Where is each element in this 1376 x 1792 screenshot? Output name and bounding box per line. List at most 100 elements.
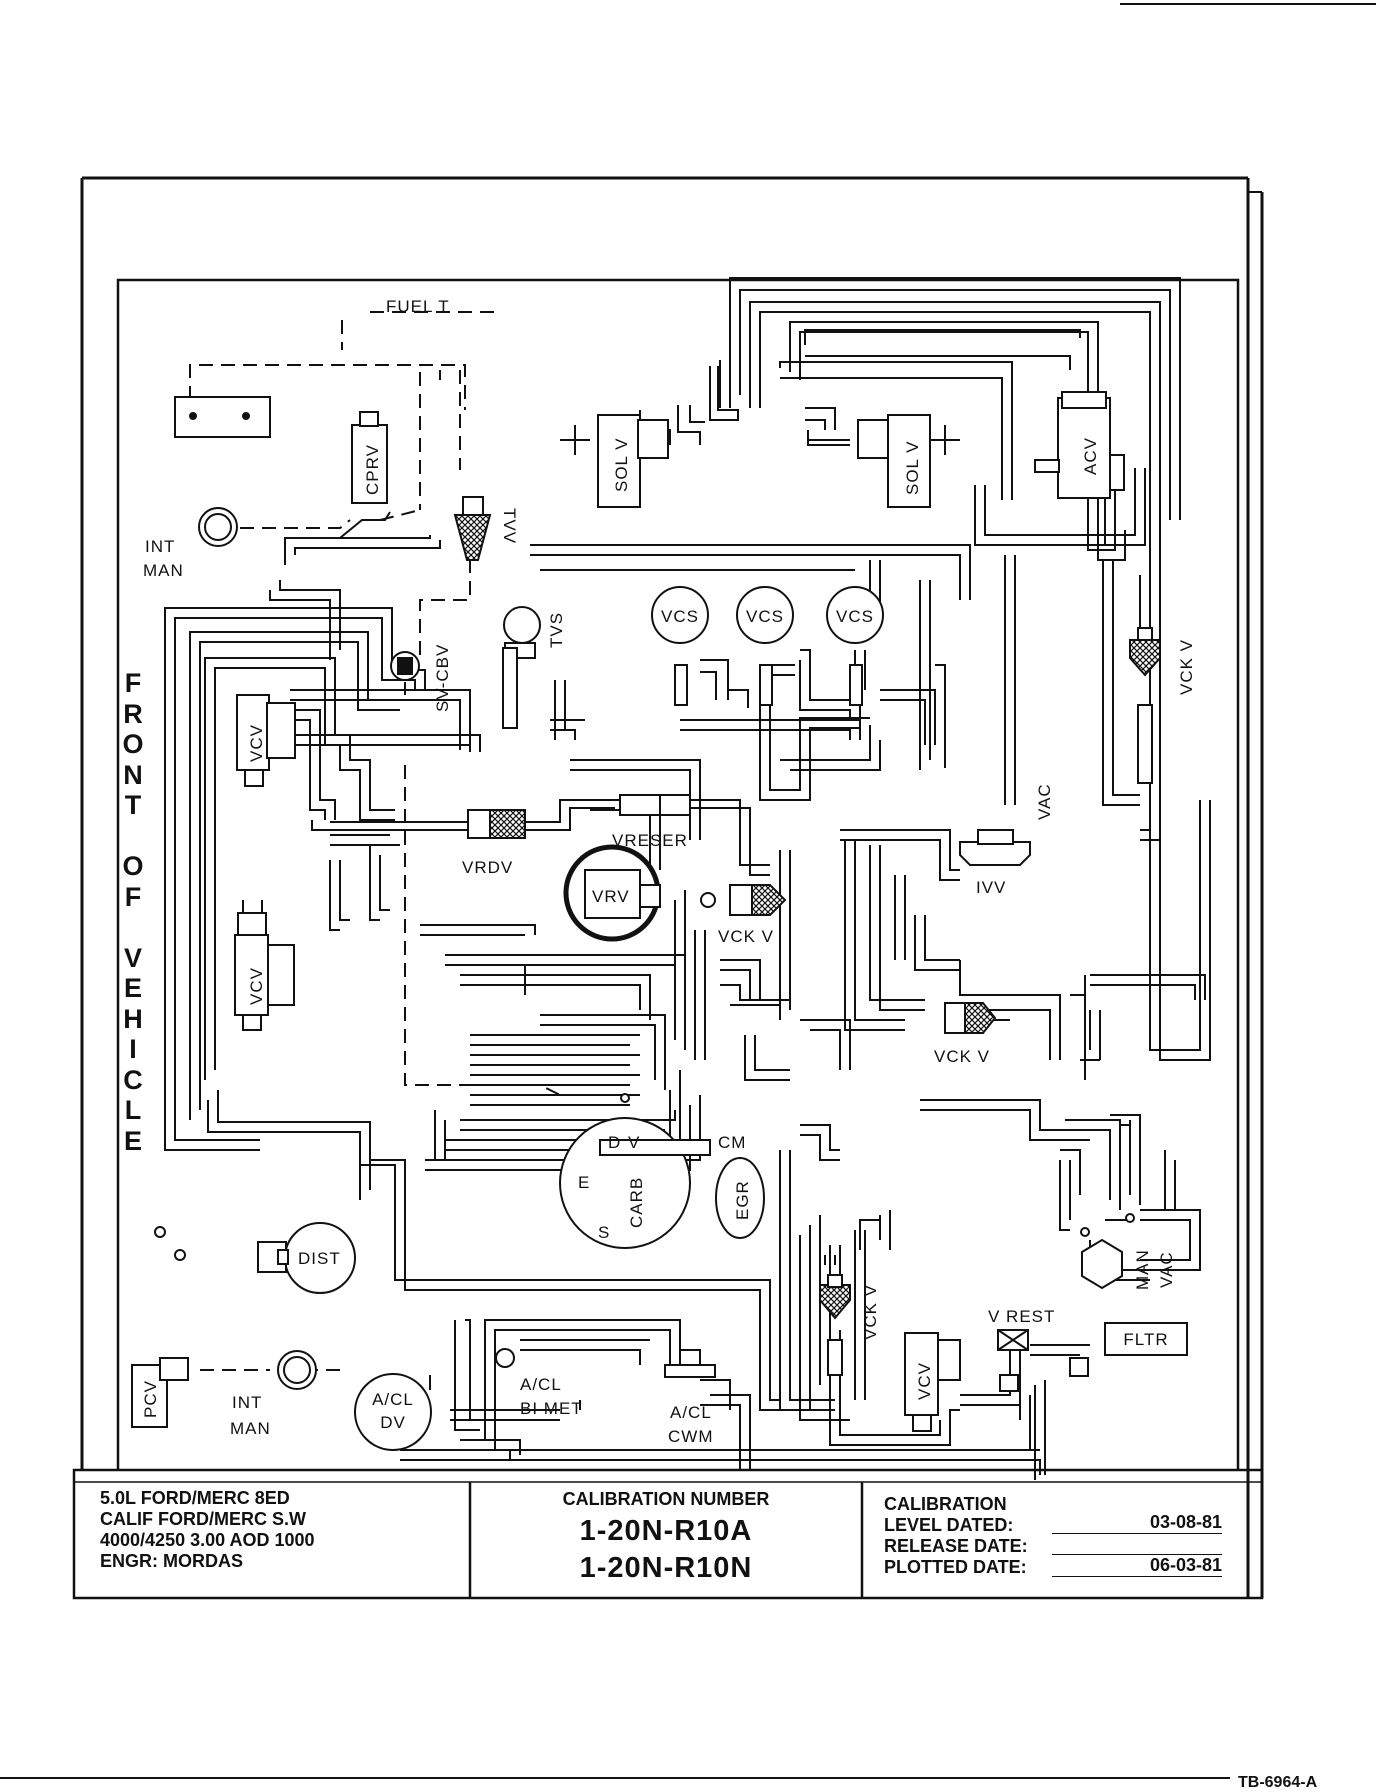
plotted-date-value: 06-03-81 — [1052, 1555, 1222, 1577]
front-of-vehicle-label: F R O N T O F V E H I C L E — [118, 668, 148, 1156]
acl-dv-valve — [354, 1373, 432, 1451]
label-vcs-2: VCS — [746, 607, 784, 626]
ivv-valve — [959, 841, 1031, 866]
label-vcs-3: VCS — [836, 607, 874, 626]
label-pcv: PCV — [141, 1380, 160, 1418]
outer-frame — [80, 176, 1264, 1598]
label-vck-v-right: VCK V — [1177, 639, 1196, 695]
side-letter: E — [123, 973, 142, 1003]
side-letter: F — [124, 668, 142, 698]
side-letter: H — [123, 1003, 143, 1034]
vrv-valve — [584, 869, 641, 919]
label-vcv-lower: VCV — [915, 1362, 934, 1400]
components — [131, 391, 1188, 1451]
vehicle-line-3: 4000/4250 3.00 AOD 1000 — [100, 1530, 315, 1550]
label-acl-cwm-2: CWM — [668, 1427, 713, 1446]
label-cprv: CPRV — [363, 444, 382, 495]
vcv-lower-valve — [904, 1332, 939, 1416]
label-vck-v-center: VCK V — [718, 927, 774, 946]
side-letter: O — [122, 851, 144, 881]
title-block-frame — [72, 1468, 1264, 1600]
vcs-2 — [736, 586, 794, 644]
label-man-vac-2: VAC — [1157, 1251, 1176, 1288]
acl-cwm-motor — [664, 1364, 716, 1378]
man-vac-port — [1081, 1238, 1123, 1290]
tvs-sensor — [503, 606, 541, 644]
plotted-date-label: PLOTTED DATE: — [884, 1557, 1027, 1577]
side-letter: V — [123, 942, 142, 973]
side-letter: L — [124, 1095, 142, 1125]
vacuum-hoses — [164, 277, 1211, 1480]
side-letter: O — [122, 729, 144, 759]
acl-bimet-sensor — [495, 1348, 515, 1368]
label-int-man-top-1: INT — [145, 537, 175, 556]
electrical-markers — [560, 425, 960, 455]
side-gap — [118, 821, 148, 852]
inner-frame — [116, 278, 1240, 1470]
calibration-number-heading: CALIBRATION NUMBER — [562, 1489, 770, 1509]
label-v-rest: V REST — [988, 1307, 1055, 1326]
calibration-number-1: 1-20N-R10A — [579, 1515, 753, 1547]
label-acl-dv-1: A/CL — [372, 1390, 414, 1409]
side-letter: F — [124, 881, 142, 912]
fltr-filter — [1104, 1322, 1188, 1356]
sol-v-right-valve — [887, 414, 931, 508]
label-acl-dv-2: DV — [380, 1413, 406, 1432]
sol-v-left-valve — [597, 414, 641, 508]
label-vck-v-lower: VCK V — [934, 1047, 990, 1066]
calibration-label: CALIBRATION — [884, 1494, 1007, 1514]
footer-code: TB-6964-A — [1238, 1774, 1318, 1791]
egr-valve — [715, 1157, 765, 1239]
label-sv-cbv: SV-CBV — [433, 644, 452, 712]
label-carb: CARB — [627, 1177, 646, 1228]
vehicle-line-1: 5.0L FORD/MERC 8ED — [100, 1488, 290, 1508]
label-vrv: VRV — [592, 887, 630, 906]
vck-v-right-valve — [1129, 639, 1161, 677]
vcs-3 — [826, 586, 884, 644]
component-labels: FUEL T CPRV TVV INT MAN SOL V SOL V ACV … — [141, 297, 1196, 1446]
label-fltr: FLTR — [1123, 1330, 1168, 1349]
side-letter: T — [124, 790, 142, 820]
side-letter: R — [123, 698, 143, 729]
vreser-reservoir — [619, 794, 661, 816]
label-carb-port-d: D — [608, 1133, 621, 1152]
label-vcs-1: VCS — [661, 607, 699, 626]
vehicle-line-2: CALIF FORD/MERC S.W — [100, 1509, 306, 1529]
side-letter: I — [129, 1034, 137, 1064]
label-vrdv: VRDV — [462, 858, 513, 877]
label-acv: ACV — [1081, 437, 1100, 475]
label-carb-port-e: E — [578, 1173, 590, 1192]
label-fuel-t: FUEL T — [386, 297, 450, 316]
calibration-number-2: 1-20N-R10N — [579, 1552, 753, 1584]
label-tvs: TVS — [547, 612, 566, 648]
label-int-man-bottom-2: MAN — [230, 1419, 271, 1438]
label-carb-port-v: V — [628, 1133, 640, 1152]
label-vcv-upper: VCV — [247, 724, 266, 762]
vrdv-valve — [467, 809, 491, 839]
label-carb-port-s: S — [598, 1223, 610, 1242]
label-acl-bimet-2: BI MET — [520, 1399, 583, 1418]
label-egr: EGR — [733, 1180, 752, 1220]
label-int-man-bottom-1: INT — [232, 1393, 262, 1412]
label-vac: VAC — [1035, 783, 1054, 820]
label-vreser: VRESER — [612, 831, 688, 850]
vck-v-bottom-valve — [819, 1284, 851, 1320]
engineer-line: ENGR: MORDAS — [100, 1551, 243, 1571]
side-letter: C — [123, 1064, 143, 1095]
label-sol-v-right: SOL V — [903, 441, 922, 495]
side-gap — [118, 912, 148, 943]
release-date-value — [1052, 1533, 1222, 1555]
level-dated-label: LEVEL DATED: — [884, 1515, 1014, 1535]
label-dist: DIST — [298, 1249, 341, 1268]
label-vcv-middle: VCV — [247, 967, 266, 1005]
label-cm: CM — [718, 1133, 746, 1152]
vck-v-lower-valve — [964, 1002, 997, 1034]
label-man-vac-1: MAN — [1133, 1249, 1152, 1290]
label-int-man-top-2: MAN — [143, 561, 184, 580]
side-letter: E — [123, 1125, 142, 1156]
label-tvv: TVV — [500, 508, 519, 544]
label-vck-v-bottom: VCK V — [861, 1284, 880, 1340]
vehicle-info: 5.0L FORD/MERC 8ED CALIF FORD/MERC S.W 4… — [100, 1488, 315, 1572]
level-dated-value: 03-08-81 — [1052, 1512, 1222, 1534]
